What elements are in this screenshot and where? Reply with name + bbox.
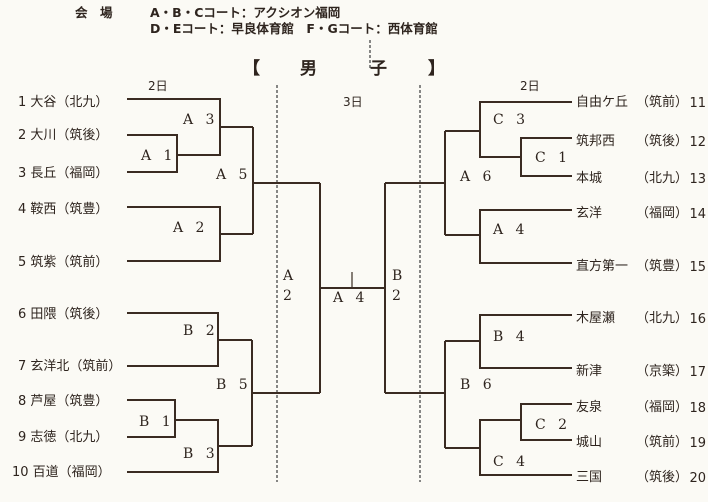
match-a1: A 1 [140, 148, 176, 164]
match-c1: C 1 [535, 150, 571, 166]
svg-text:19: 19 [689, 436, 706, 451]
match-c4: C 4 [493, 454, 529, 470]
match-semi-right-a: B [392, 268, 406, 284]
svg-text:（筑前）: （筑前） [636, 94, 688, 110]
svg-text:自由ケ丘: 自由ケ丘 [576, 95, 628, 110]
svg-text:17: 17 [689, 365, 706, 380]
title-char-1: 男 [300, 59, 317, 79]
match-semi-left-b: 2 [283, 288, 296, 304]
match-a5: A 5 [215, 167, 251, 183]
svg-text:14: 14 [689, 207, 706, 222]
match-final: A 4 [332, 290, 368, 306]
svg-text:玄洋: 玄洋 [576, 206, 602, 221]
svg-text:（筑豊）: （筑豊） [636, 258, 688, 274]
match-b3: B 3 [183, 446, 219, 462]
match-b2: B 2 [183, 323, 219, 339]
team-16: 木屋瀬 （北九）16 [576, 311, 706, 327]
svg-text:15: 15 [689, 260, 706, 275]
left-teams: 1 大谷（北九） 2 大川（筑後） 3 長丘（福岡） 4 鞍西（筑豊） 5 筑紫… [12, 95, 121, 480]
team-10: 10 百道（福岡） [12, 465, 111, 480]
day-label-right: 2日 [520, 79, 540, 93]
team-20: 三国 （筑後）20 [576, 469, 706, 486]
team-13: 本城 （北九）13 [576, 171, 706, 187]
team-15: 直方第一 （筑豊）15 [576, 258, 706, 275]
title-char-2: 子 [370, 59, 387, 79]
svg-text:（筑後）: （筑後） [636, 133, 688, 149]
svg-text:本城: 本城 [576, 171, 602, 186]
team-8: 8 芦屋（筑豊） [18, 393, 108, 409]
match-c2: C 2 [535, 417, 571, 433]
svg-text:11: 11 [689, 96, 706, 111]
team-5: 5 筑紫（筑前） [18, 254, 108, 270]
team-12: 筑邦西 （筑後）12 [576, 133, 706, 150]
match-a2: A 2 [172, 220, 208, 236]
match-b4: B 4 [493, 329, 529, 345]
team-2: 2 大川（筑後） [18, 127, 108, 143]
title-bracket-open: 【 [243, 58, 260, 79]
team-1: 1 大谷（北九） [18, 95, 108, 110]
venue-line-2: D・Eコート：早良体育館 F・Gコート：西体育館 [150, 21, 438, 36]
team-19: 城山 （筑前）19 [576, 434, 706, 451]
svg-text:（北九）: （北九） [636, 311, 688, 326]
svg-text:友泉: 友泉 [576, 399, 602, 415]
team-14: 玄洋 （福岡）14 [576, 206, 706, 222]
team-3: 3 長丘（福岡） [18, 166, 108, 181]
match-a6: A 6 [459, 169, 495, 185]
day-label-center: 3日 [343, 95, 363, 109]
match-b6: B 6 [460, 377, 496, 393]
svg-text:18: 18 [689, 401, 706, 416]
team-9: 9 志徳（北九） [18, 430, 108, 445]
svg-text:筑邦西: 筑邦西 [576, 133, 615, 149]
svg-text:新津: 新津 [576, 363, 602, 379]
svg-text:城山: 城山 [576, 435, 602, 450]
svg-text:直方第一: 直方第一 [576, 258, 628, 274]
team-18: 友泉 （福岡）18 [576, 399, 706, 416]
svg-text:20: 20 [689, 471, 706, 486]
match-labels: A 3 A 1 A 5 A 2 B 2 B 5 B 1 B 3 A 2 A 4 … [139, 112, 571, 470]
venue-label: 会 場 [75, 5, 113, 20]
match-a4: A 4 [492, 222, 528, 238]
match-b5: B 5 [216, 377, 252, 393]
match-semi-right-b: 2 [392, 288, 405, 304]
svg-text:（福岡）: （福岡） [636, 400, 688, 415]
svg-text:16: 16 [689, 312, 706, 327]
svg-text:（筑後）: （筑後） [636, 469, 688, 485]
venue-line-1: A・B・Cコート：アクシオン福岡 [150, 5, 340, 20]
svg-text:13: 13 [689, 172, 706, 187]
team-7: 7 玄洋北（筑前） [18, 358, 121, 374]
team-17: 新津 （京築）17 [576, 363, 706, 380]
day-label-left: 2日 [148, 79, 168, 93]
svg-text:（福岡）: （福岡） [636, 206, 688, 221]
svg-text:木屋瀬: 木屋瀬 [576, 311, 615, 326]
title-bracket-close: 】 [428, 58, 445, 79]
left-bracket-lines [127, 98, 385, 473]
match-a3: A 3 [182, 112, 218, 128]
right-bracket-lines [384, 101, 572, 476]
svg-text:（筑前）: （筑前） [636, 434, 688, 450]
svg-text:三国: 三国 [576, 470, 602, 485]
svg-text:（京築）: （京築） [636, 364, 688, 379]
right-teams: 自由ケ丘（筑前）11 筑邦西（筑後）12 本城（北九）13 玄洋（福岡）14 直… [576, 94, 706, 486]
match-b1: B 1 [139, 414, 175, 430]
team-4: 4 鞍西（筑豊） [18, 201, 108, 217]
match-c3: C 3 [493, 112, 529, 128]
team-11: 自由ケ丘 （筑前）11 [576, 94, 706, 111]
match-semi-left-a: A [282, 268, 297, 284]
svg-text:（北九）: （北九） [636, 171, 688, 186]
team-6: 6 田隈（筑後） [18, 306, 108, 322]
svg-text:12: 12 [689, 135, 706, 150]
